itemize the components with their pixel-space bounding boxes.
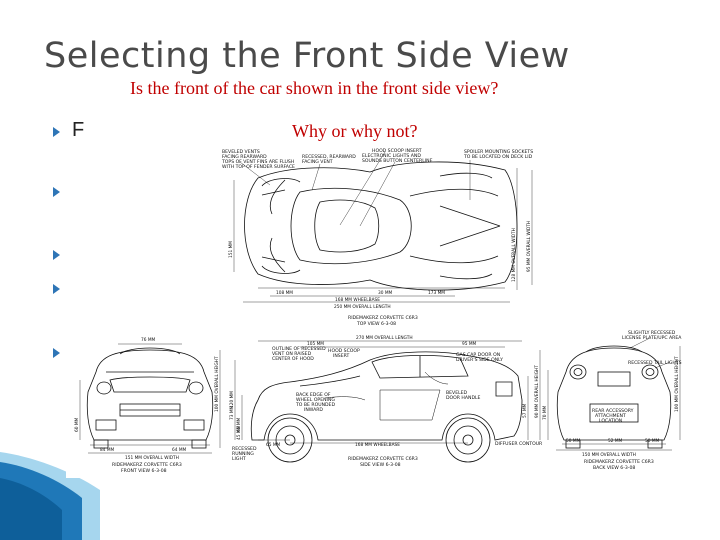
front-view-caption: FRONT VIEW 6-3-08 [121, 468, 167, 474]
top-view-caption: TOP VIEW 6-3-08 [356, 321, 396, 327]
bullet-marker [53, 250, 60, 260]
front-view-dimension: 84 MM [100, 447, 115, 453]
side-view-caption: SIDE VIEW 6-3-08 [360, 462, 401, 468]
top-view-dimension: 30 MM [378, 290, 393, 296]
top-view-drawing [233, 151, 533, 303]
top-view-note: HOOD SCOOP INSERT [372, 148, 422, 154]
side-view-dimension: 65 MM [266, 442, 281, 448]
side-view-note: CENTER OF HOOD [272, 356, 314, 362]
back-view-drawing [547, 337, 681, 451]
side-view-drawing [234, 340, 541, 463]
front-view-dimension: 64 MM [172, 447, 187, 453]
top-view-note: BEVELED VENTS [222, 149, 260, 155]
bullet-text-stub: p [72, 309, 84, 331]
back-view-dimension: 50 MM [645, 438, 660, 444]
side-view-dimension: 270 MM OVERALL LENGTH [356, 335, 413, 341]
top-view-note: SPOILER MOUNTING SOCKETS [464, 149, 533, 155]
sub-bullet-marker [76, 222, 82, 228]
front-view-dimension: 100 MM OVERALL HEIGHT [214, 356, 220, 412]
top-view-note: TO BE LOCATED ON DECK LID [463, 154, 533, 160]
top-view-dimension: 173 MM [428, 290, 445, 296]
front-view-caption: RIDEMAKERZ CORVETTE C6R3 [112, 462, 182, 468]
question-text-line-1: Is the front of the car shown in the fro… [130, 78, 499, 98]
bullet-text-stub: N [72, 340, 87, 362]
side-view-note: RUNNING [232, 451, 254, 457]
top-view-caption: RIDEMAKERZ CORVETTE C6R3 [348, 315, 418, 321]
side-view-dimension: 95 MM [462, 341, 477, 347]
back-view-dimension: 150 MM OVERALL WIDTH [582, 452, 636, 458]
side-view-caption: RIDEMAKERZ CORVETTE C6R3 [348, 456, 418, 462]
top-view-dimension: 250 MM OVERALL LENGTH [334, 304, 391, 310]
front-view-dimension: 76 MM [141, 337, 156, 343]
side-view-note: GAS CAP DOOR ON [456, 352, 500, 358]
top-view-note: FACING REARWARD [222, 154, 267, 160]
bullet-marker [53, 284, 60, 294]
bullet-marker [53, 127, 60, 137]
bullet-marker [53, 348, 60, 358]
top-view-dimension: 108 MM [276, 290, 293, 296]
sub-bullet-marker [76, 158, 82, 164]
side-view-note: RECESSED [232, 446, 257, 452]
side-view-note: HOOD SCOOP [328, 348, 360, 354]
back-view-caption: BACK VIEW 6-3-08 [593, 465, 635, 471]
drawing-background [66, 142, 720, 478]
side-view-note: LIGHT [232, 456, 246, 462]
front-view-dimension: 151 MM OVERALL WIDTH [125, 455, 179, 461]
top-view-dimension: 168 MM WHEELBASE [335, 297, 380, 303]
back-view-note: LICENSE PLATE/UPC AREA [622, 335, 682, 341]
side-view-dimension: 90 MM OVERALL HEIGHT [534, 365, 540, 418]
top-view-note: ELECTRONIC LIGHTS AND [362, 153, 421, 159]
side-view-dimension: 120 MM [229, 391, 235, 408]
side-view-note: BACK EDGE OF [296, 392, 331, 398]
back-view-note: ATTACHMENT [595, 413, 626, 419]
side-view-dimension: 60 MM [236, 417, 242, 432]
back-view-dimension: 100 MM OVERALL HEIGHT [674, 356, 680, 412]
side-view-note: DOOR HANDLE [446, 395, 481, 401]
side-view-dimension: 57 MM [522, 403, 528, 418]
top-view-note: WITH TOP OF FENDER SURFACE [222, 164, 295, 170]
top-view-note: RECESSED, REARWARD [302, 154, 356, 160]
back-view-labels: SLIGHTLY RECESSED LICENSE PLATE/UPC AREA… [542, 330, 682, 471]
top-view-dimension: 151 MM [228, 241, 234, 258]
side-view-note: INWARD [304, 407, 323, 413]
side-view-note: DRIVER'S SIDE ONLY [456, 357, 503, 363]
bullet-text-stub: F [72, 276, 85, 298]
top-view-dimension: 128 MM OVERALL WIDTH [511, 228, 517, 282]
front-view-labels: 76 MM 100 MM OVERALL HEIGHT 73 MM 45 MM … [74, 337, 242, 474]
slide-title: Selecting the Front Side View [44, 36, 570, 76]
back-view-caption: RIDEMAKERZ CORVETTE C6R3 [584, 459, 654, 465]
back-view-note: LOCATION [599, 418, 622, 424]
top-view-labels: BEVELED VENTS FACING REARWARD TOPS OF VE… [221, 148, 533, 327]
side-view-labels: 270 MM OVERALL LENGTH 105 MM 95 MM OUTLI… [229, 335, 543, 468]
side-view-dimension: 168 MM WHEELBASE [355, 442, 400, 448]
question-text-line-2: Why or why not? [292, 121, 418, 141]
top-view-note: TOPS OF VENT FINS ARE FLUSH [221, 159, 294, 165]
back-view-dimension: 52 MM [608, 438, 623, 444]
side-view-note: VENT ON RAISED [272, 351, 312, 357]
side-view-note: INSERT [333, 353, 349, 359]
back-view-dimension: 50 MM [566, 438, 581, 444]
bullet-text-stub: N [72, 242, 87, 264]
side-view-note: DIFFUSER CONTOUR [495, 441, 543, 447]
front-view-dimension: 60 MM [74, 417, 80, 432]
side-view-note: TO BE ROUNDED [295, 402, 335, 408]
back-view-dimension: 70 MM [542, 405, 548, 420]
corner-wave-decoration [0, 452, 100, 540]
bullet-text-stub: N [72, 179, 87, 201]
top-view-note: FACING VENT [302, 159, 333, 165]
front-view-drawing [79, 343, 221, 454]
front-view-dimension: 45 MM [236, 425, 242, 440]
back-view-note: REAR ACCESSORY [592, 408, 634, 414]
back-view-note: SLIGHTLY RECESSED [628, 330, 676, 336]
top-view-dimension: 95 MM OVERALL WIDTH [526, 221, 532, 272]
back-view-note: RECESSED TAIL LIGHTS [628, 360, 682, 366]
side-view-note: BEVELED [446, 390, 468, 396]
side-view-note: OUTLINE OF RECESSED [272, 346, 326, 352]
front-view-dimension: 73 MM [229, 405, 235, 420]
side-view-dimension: 105 MM [307, 341, 324, 347]
top-view-note: SOUNDS BUTTON CENTERLINE [362, 158, 433, 164]
side-view-note: WHEEL OPENING [296, 397, 335, 403]
bullet-marker [53, 187, 60, 197]
bullet-text-stub: F [72, 119, 85, 141]
